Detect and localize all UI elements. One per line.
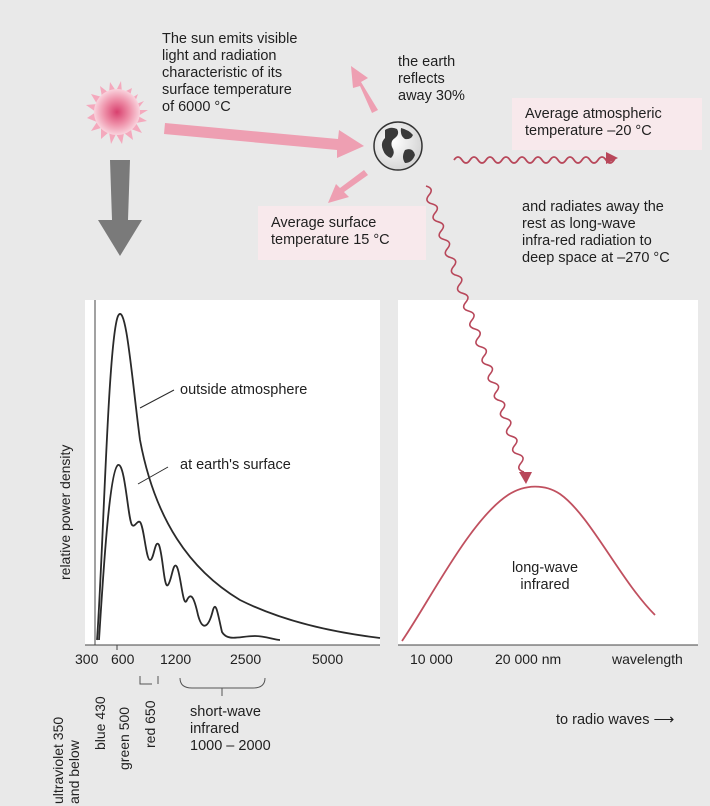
reflect-caption: the earth reflects away 30%	[398, 54, 465, 104]
atmospheric-wave	[453, 152, 618, 164]
left-spectrum-panel	[85, 300, 380, 645]
right-tick: 20 000 nm	[495, 651, 562, 667]
left-tick: 300	[75, 651, 99, 667]
left-tick: 2500	[230, 651, 262, 667]
earth-globe-icon	[373, 121, 423, 171]
right-tick: 10 000	[410, 651, 453, 667]
radiates-caption: and radiates away the rest as long-wave …	[522, 199, 670, 266]
sun-icon	[86, 81, 148, 144]
surface-caption: Average surface temperature 15 °C	[271, 215, 390, 248]
sunlight-down-arrow	[98, 160, 142, 256]
surface-pointer	[137, 466, 169, 485]
atmos-label-box	[512, 98, 702, 150]
red-bracket	[139, 676, 159, 685]
outside-atmosphere-label: outside atmosphere	[180, 382, 308, 398]
left-tick: 600	[111, 651, 135, 667]
earth-surface-curve	[98, 464, 281, 641]
uv-label: ultraviolet 350 and below	[50, 716, 82, 804]
earth-surface-label: at earth's surface	[180, 457, 291, 473]
blue-label: blue 430	[92, 696, 108, 750]
surface-arrow	[328, 170, 368, 203]
wavelength-label: wavelength	[612, 651, 683, 667]
right-spectrum-panel	[398, 300, 698, 645]
radio-waves-label: to radio waves ⟶	[556, 712, 675, 728]
sun-caption: The sun emits visible light and radiatio…	[162, 31, 298, 115]
y-axis-label: relative power density	[57, 444, 73, 580]
left-tick: 5000	[312, 651, 344, 667]
longwave-label: long-wave infrared	[511, 560, 579, 593]
longwave-wave	[425, 185, 532, 484]
red-label: red 650	[142, 700, 158, 748]
surface-label-box	[258, 206, 426, 260]
left-tick: 1200	[160, 651, 192, 667]
left-chart-axes	[85, 300, 380, 646]
incoming-radiation-arrow	[164, 123, 364, 158]
reflected-arrow	[351, 66, 378, 113]
outside-atmosphere-curve	[96, 313, 381, 641]
outside-pointer	[139, 389, 175, 409]
atmos-caption: Average atmospheric temperature –20 °C	[525, 106, 662, 139]
longwave-infrared-curve	[401, 485, 656, 642]
green-label: green 500	[116, 706, 132, 770]
swir-bracket	[179, 677, 266, 696]
short-wave-infrared-label: short-wave infrared 1000 – 2000	[190, 704, 271, 754]
